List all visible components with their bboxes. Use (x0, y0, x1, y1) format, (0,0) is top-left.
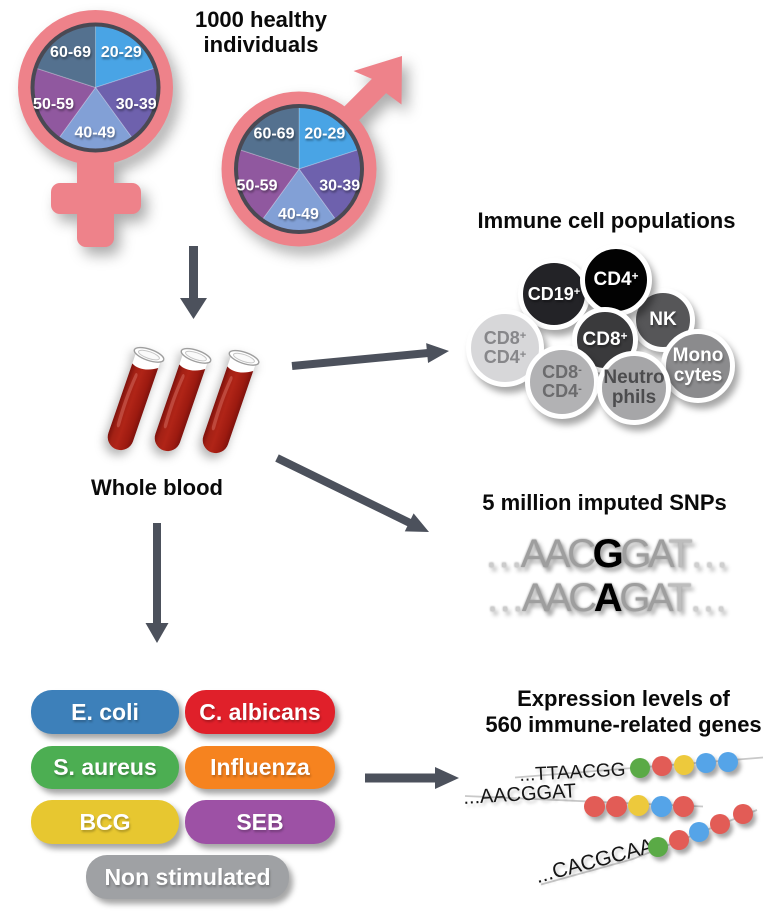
svg-text:20-29: 20-29 (304, 126, 345, 143)
svg-text:60-69: 60-69 (50, 44, 91, 61)
svg-text:40-49: 40-49 (74, 125, 115, 142)
svg-text:50-59: 50-59 (237, 178, 278, 195)
svg-text:30-39: 30-39 (319, 178, 360, 195)
svg-text:20-29: 20-29 (101, 44, 142, 61)
svg-text:50-59: 50-59 (33, 96, 74, 113)
svg-text:40-49: 40-49 (278, 206, 319, 223)
svg-text:30-39: 30-39 (116, 96, 157, 113)
svg-text:60-69: 60-69 (254, 126, 295, 143)
